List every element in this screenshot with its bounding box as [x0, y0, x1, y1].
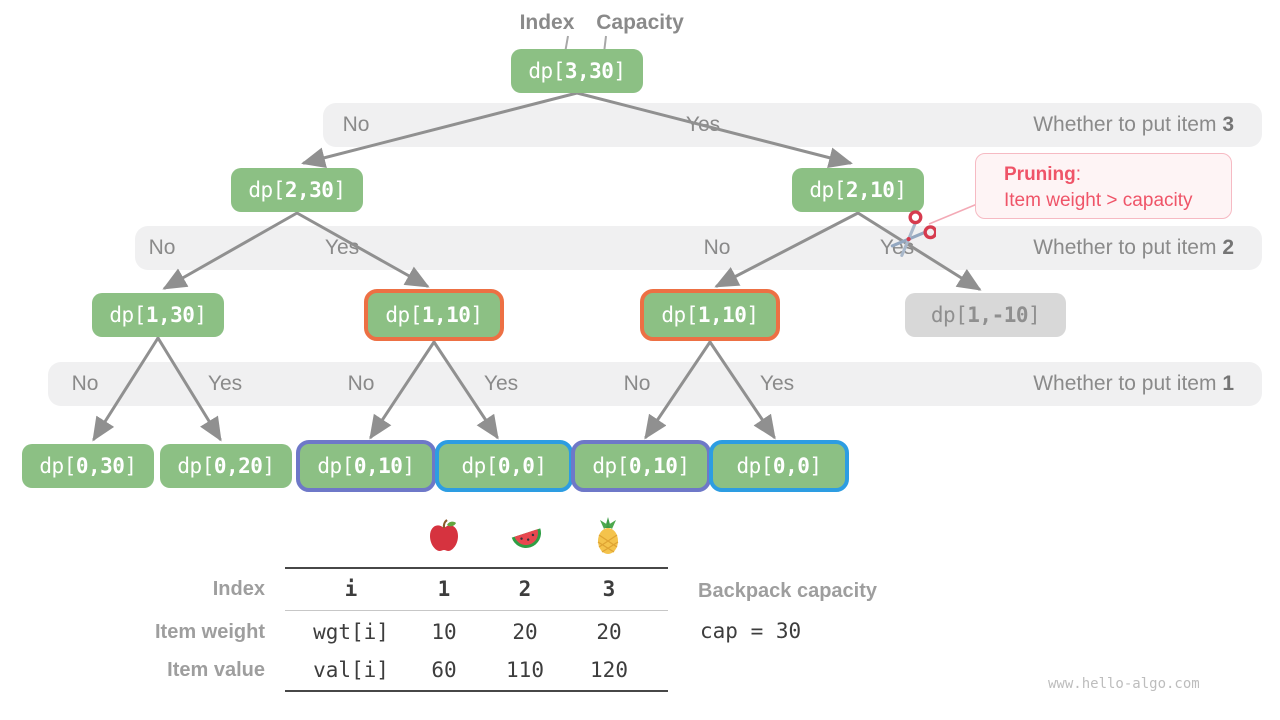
- band-yes-label: Yes: [483, 372, 519, 395]
- dp-node-0-0-overlap: dp[0,0]: [709, 440, 849, 492]
- scissors-icon: [890, 210, 936, 257]
- table-index-2: 2: [518, 577, 532, 601]
- table-index-1: 1: [437, 577, 451, 601]
- table-weight-1: 10: [431, 620, 457, 644]
- table-row-label-value: Item value: [167, 659, 265, 681]
- decision-band-item-3: No Yes Whether to put item 3: [323, 103, 1262, 147]
- apple-icon: [427, 518, 461, 559]
- index-pointer-label: Index: [519, 11, 575, 34]
- table-value-3: 120: [590, 658, 628, 682]
- watermark: www.hello-algo.com: [1048, 676, 1200, 692]
- pruning-body: Item weight > capacity: [1004, 190, 1193, 211]
- pineapple-icon: [593, 516, 623, 561]
- backpack-capacity-value: cap = 30: [700, 619, 802, 643]
- dp-node-2-10: dp[2,10]: [792, 168, 924, 212]
- table-head-i: i: [344, 577, 358, 601]
- dp-node-1-10-overlap: dp[1,10]: [364, 289, 504, 341]
- band-no-label: No: [703, 236, 731, 259]
- dp-node-1-neg10-pruned: dp[1,-10]: [905, 293, 1066, 337]
- band-title: Whether to put item 3: [1033, 113, 1234, 136]
- dp-node-0-0-overlap: dp[0,0]: [435, 440, 573, 492]
- table-index-3: 3: [602, 577, 616, 601]
- band-title: Whether to put item 2: [1033, 236, 1234, 259]
- dp-node-1-10-overlap: dp[1,10]: [640, 289, 780, 341]
- table-row-label-index: Index: [212, 578, 265, 600]
- capacity-pointer-label: Capacity: [596, 11, 684, 34]
- table-head-val: val[i]: [313, 658, 389, 682]
- decision-band-item-1: No Yes No Yes No Yes Whether to put item…: [48, 362, 1262, 406]
- table-rule-top: [285, 567, 668, 569]
- table-weight-3: 20: [596, 620, 622, 644]
- dp-node-0-30: dp[0,30]: [22, 444, 154, 488]
- pruning-callout: Pruning: Item weight > capacity: [975, 153, 1232, 219]
- table-rule-bottom: [285, 690, 668, 692]
- table-value-2: 110: [506, 658, 544, 682]
- dp-node-0-10-overlap: dp[0,10]: [571, 440, 711, 492]
- band-no-label: No: [148, 236, 176, 259]
- table-row-label-weight: Item weight: [154, 621, 265, 643]
- table-rule-mid: [285, 610, 668, 611]
- dp-node-0-10-overlap: dp[0,10]: [296, 440, 436, 492]
- backpack-capacity-label: Backpack capacity: [698, 580, 878, 602]
- pruning-title: Pruning:: [1004, 164, 1082, 185]
- band-no-label: No: [347, 372, 375, 395]
- dp-node-2-30: dp[2,30]: [231, 168, 363, 212]
- tree-edges: [92, 91, 982, 442]
- band-title: Whether to put item 1: [1033, 372, 1234, 395]
- dp-node-0-20: dp[0,20]: [160, 444, 292, 488]
- band-yes-label: Yes: [207, 372, 243, 395]
- table-value-1: 60: [431, 658, 457, 682]
- band-no-label: No: [71, 372, 99, 395]
- band-no-label: No: [342, 113, 370, 136]
- band-yes-label: Yes: [759, 372, 795, 395]
- dp-node-3-30: dp[3,30]: [511, 49, 643, 93]
- dp-node-1-30: dp[1,30]: [92, 293, 224, 337]
- table-head-wgt: wgt[i]: [313, 620, 389, 644]
- table-weight-2: 20: [512, 620, 538, 644]
- watermelon-icon: [508, 520, 544, 557]
- band-no-label: No: [623, 372, 651, 395]
- pruning-callout-line: [928, 201, 983, 225]
